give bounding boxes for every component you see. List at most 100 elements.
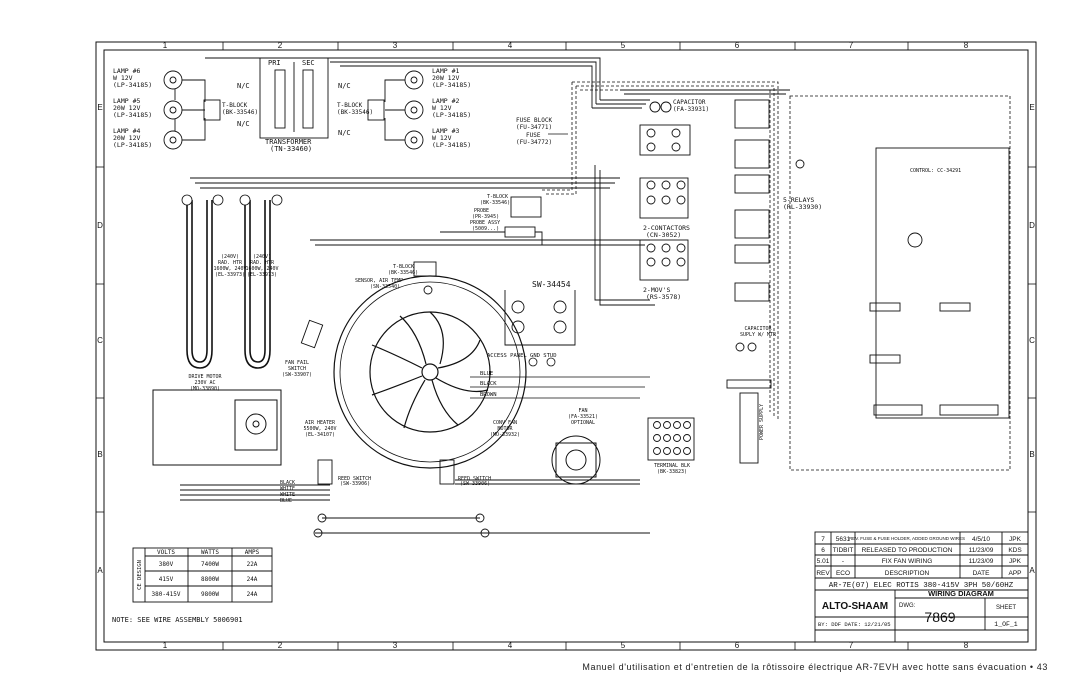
capacitor-bot-label2: SUPLY W/ MTR — [740, 332, 777, 338]
col-label-bottom: 6 — [735, 641, 740, 650]
convection-fan-icon — [333, 275, 527, 469]
fan-optional: OPTIONAL — [571, 420, 595, 426]
col-label-bottom: 8 — [964, 641, 969, 650]
row-label-left: E — [97, 103, 102, 112]
wire-label-black: BLACK — [480, 381, 497, 387]
heater-1-name: RAD. HTR — [218, 260, 243, 266]
access-panel-label: ACCESS PANEL GND STUD — [487, 353, 557, 359]
rev-number: 7 — [821, 536, 825, 543]
svg-text:LAMP #4: LAMP #4 — [113, 127, 140, 135]
lamp-4-icon — [163, 130, 183, 150]
row-label-right: B — [1029, 450, 1034, 459]
col-label-top: 6 — [735, 41, 740, 50]
fan-label: FAN — [578, 408, 587, 414]
fan-fail-switch — [300, 319, 324, 349]
heater-1-v: (240V) — [221, 254, 239, 260]
relays-part: (RL-33930) — [783, 203, 822, 211]
reed-1-label: REED SWITCH — [338, 476, 371, 482]
heater-2-name: RAD. HTR — [250, 260, 275, 266]
probe-label: PROBE — [474, 208, 489, 214]
contactors-part: (CN-3052) — [646, 231, 681, 239]
ce-design-table — [132, 547, 273, 603]
drive-motor-box — [152, 389, 282, 466]
col-label-top: 3 — [393, 41, 398, 50]
power-supply-box — [739, 392, 759, 464]
rev-description: REV. FUSE & FUSE HOLDER, ADDED GROUND WI… — [849, 536, 965, 541]
probe-assy-label: PROBE ASSY — [470, 220, 500, 226]
rev-number: 6 — [821, 547, 825, 554]
col-label-top: 2 — [278, 41, 283, 50]
selector-switch — [504, 290, 576, 346]
rev-header: APP — [1008, 570, 1021, 577]
col-label-bottom: 5 — [621, 641, 626, 650]
ce-header: WATTS — [201, 549, 219, 556]
probe-tblock-label: T-BLOCK — [487, 194, 508, 200]
conv-fan-label2: MOTOR — [497, 426, 513, 432]
title-block — [814, 531, 1029, 643]
small-fan-icon — [551, 435, 601, 485]
svg-text:LAMP #2: LAMP #2 — [432, 97, 459, 105]
reed-2-label: REED SWITCH — [458, 476, 491, 482]
svg-text:LAMP #6: LAMP #6 — [113, 67, 140, 75]
dwg-title: WIRING DIAGRAM — [928, 589, 994, 598]
nc-label: N/C — [237, 120, 250, 128]
reed-switch-2 — [439, 459, 455, 485]
lamp-5-icon — [163, 100, 183, 120]
probe-connector — [504, 226, 536, 238]
contactors — [639, 177, 689, 281]
capacitor-terminal — [660, 101, 672, 113]
drive-motor-spec: 230V AC — [194, 380, 215, 386]
nc-label: N/C — [338, 129, 351, 137]
dashed-harness — [540, 81, 1011, 471]
sensor-probe — [423, 285, 433, 295]
wire-bundle — [190, 57, 790, 306]
svg-text:LAMP #5: LAMP #5 — [113, 97, 140, 105]
fan-fail-label: FAN FAIL — [285, 360, 309, 366]
page-footer: Manuel d'utilisation et d'entretien de l… — [582, 662, 1048, 672]
svg-text:W 12V: W 12V — [432, 134, 452, 142]
col-label-top: 5 — [621, 41, 626, 50]
transformer-part: (TN-33460) — [270, 145, 312, 153]
lamps-right: LAMP #1 20W 12V (LP-34185) LAMP #2 W 12V… — [432, 67, 471, 149]
control-board — [869, 147, 1010, 419]
rev-date: 11/23/09 — [969, 547, 994, 554]
capacitor-terminal — [649, 101, 661, 113]
switch-label: SW-34454 — [532, 280, 571, 289]
svg-text:LAMP #3: LAMP #3 — [432, 127, 459, 135]
terminal-part: (BK-33823) — [657, 469, 687, 475]
ce-side-label: CE DESIGN — [137, 560, 143, 590]
wire-color: WHITE — [280, 492, 295, 498]
row-label-left: B — [97, 450, 102, 459]
col-label-bottom: 7 — [849, 641, 854, 650]
rev-header: ECO — [836, 570, 850, 577]
ce-cell: 8800W — [201, 576, 219, 583]
mov-part: (RS-3578) — [646, 293, 681, 301]
ce-header: AMPS — [245, 549, 260, 556]
fuse-block-box — [639, 124, 691, 156]
svg-text:LAMP #1: LAMP #1 — [432, 67, 459, 75]
lamp-6-icon — [163, 70, 183, 90]
col-label-top: 7 — [849, 41, 854, 50]
ce-cell: 9800W — [201, 591, 219, 598]
fuse-part: (FU-34772) — [516, 139, 552, 146]
drawn-by: BY: DDF DATE: 12/21/05 — [818, 621, 891, 628]
wire-color: BLACK — [280, 480, 295, 486]
rev-eco: TIDBIT — [833, 547, 854, 554]
wire-assembly-note: NOTE: SEE WIRE ASSEMBLY 5006901 — [112, 616, 243, 624]
rev-app: KDS — [1008, 547, 1022, 554]
conv-fan-label: CONV FAN — [493, 420, 517, 426]
probe-assy-part: (5009...) — [472, 226, 499, 232]
reed-2-part: (SW-33906) — [460, 481, 490, 487]
ce-cell: 415V — [159, 576, 174, 583]
lamp-3-icon — [404, 130, 424, 150]
terminal-label: TERMINAL BLK — [654, 463, 690, 469]
probe-part: (PR-3945) — [472, 214, 499, 220]
probe-t-block — [510, 196, 542, 218]
svg-text:W 12V: W 12V — [113, 74, 133, 82]
fuse-block-label: FUSE BLOCK — [516, 117, 553, 124]
lamp-2-icon — [404, 100, 424, 120]
col-label-top: 4 — [508, 41, 513, 50]
control-label: CONTROL: CC-34291 — [910, 168, 961, 174]
ce-cell: 380-415V — [152, 591, 181, 598]
reed-1-part: (SW-33906) — [340, 481, 370, 487]
